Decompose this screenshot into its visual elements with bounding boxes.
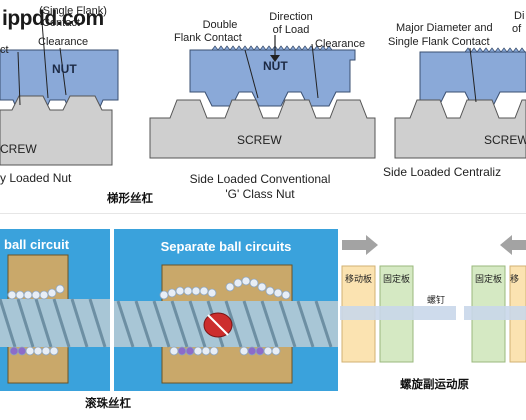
- right-fixed-plate-label: 固定板: [474, 275, 502, 285]
- panel3-label-di: Di: [514, 10, 525, 22]
- panel1-caption: y Loaded Nut: [0, 171, 72, 185]
- panel1-label-contact: Contact: [42, 17, 80, 29]
- right-moving-plate-label: 移: [510, 275, 520, 285]
- left-screw-band: [340, 306, 456, 320]
- panel1-pointer: [41, 21, 49, 99]
- ballscrew-panel1-title: ball circuit: [4, 237, 70, 252]
- panel3-screw: [394, 99, 526, 159]
- panel2-load-arrow: [270, 55, 280, 62]
- panel1-pointer-3: [59, 47, 67, 96]
- panel1-screw: [0, 95, 113, 166]
- ballscrew-panel2-title: Separate ball circuits: [161, 239, 292, 254]
- panel1-nut-label: NUT: [52, 62, 77, 76]
- panel1-label-single-flank: (Single Flank): [39, 5, 107, 17]
- panel2-screw-label: SCREW: [237, 133, 282, 147]
- panel2-pointer-left: [244, 49, 259, 99]
- panel2-label-flank-contact: Flank Contact: [174, 32, 242, 44]
- ballscrew-panel-2: Separate ball circuits: [114, 229, 338, 391]
- panel1-pointer-2: [17, 51, 21, 106]
- ball-chain-1: [7, 284, 65, 356]
- panel1-label-ct: ct: [0, 44, 9, 56]
- panel3-label-of: of: [512, 23, 522, 35]
- panel2-label-clearance: Clearance: [315, 38, 366, 50]
- ball-circuit-deflector: [203, 312, 233, 338]
- panel2-label-double: Double: [202, 19, 238, 31]
- left-fixed-plate-label: 固定板: [382, 275, 410, 285]
- trapezoid-panel-1: [0, 21, 526, 166]
- motion-arrow-right: [500, 235, 526, 255]
- ballscrew-panel-1: ball circuit: [0, 229, 110, 391]
- panel2-caption-line1: Side Loaded Conventional: [189, 172, 331, 186]
- panel2-label-of-load: of Load: [272, 24, 310, 36]
- motion-arrow-left: [342, 235, 378, 255]
- right-screw-band: [464, 306, 526, 320]
- ball-screw-shaft-1: [0, 298, 110, 348]
- motion-section-title: 螺旋副运动原: [400, 377, 469, 391]
- panel3-pointer: [469, 47, 477, 103]
- section-divider: [0, 213, 526, 214]
- panel2-screw: [149, 99, 376, 159]
- panel3-caption: Side Loaded Centraliz: [383, 165, 502, 179]
- panel3-screw-label: SCREW: [484, 133, 526, 147]
- trapezoid-section-title: 梯形丝杠: [107, 191, 153, 205]
- panel1-label-clearance: Clearance: [38, 36, 89, 48]
- panel2-label-direction: Direction: [269, 11, 313, 23]
- left-screw-label: 螺钉: [426, 296, 445, 306]
- motion-diagram: [340, 235, 526, 363]
- ballscrew-section-title: 滚珠丝杠: [85, 396, 131, 410]
- panel2-nut-label: NUT: [263, 59, 288, 73]
- panel2-caption-line2: 'G' Class Nut: [225, 187, 295, 201]
- ball-chain-2: [159, 276, 291, 356]
- watermark: ippdd.com: [2, 7, 104, 30]
- left-moving-plate-label: 移动板: [344, 275, 372, 285]
- panel2-pointer-right: [311, 43, 319, 99]
- panel3-label-single-flank: Single Flank Contact: [388, 36, 490, 48]
- panel1-screw-label: CREW: [0, 142, 37, 156]
- panel3-label-major: Major Diameter and: [396, 22, 493, 34]
- ball-screw-shaft-2: [114, 300, 338, 348]
